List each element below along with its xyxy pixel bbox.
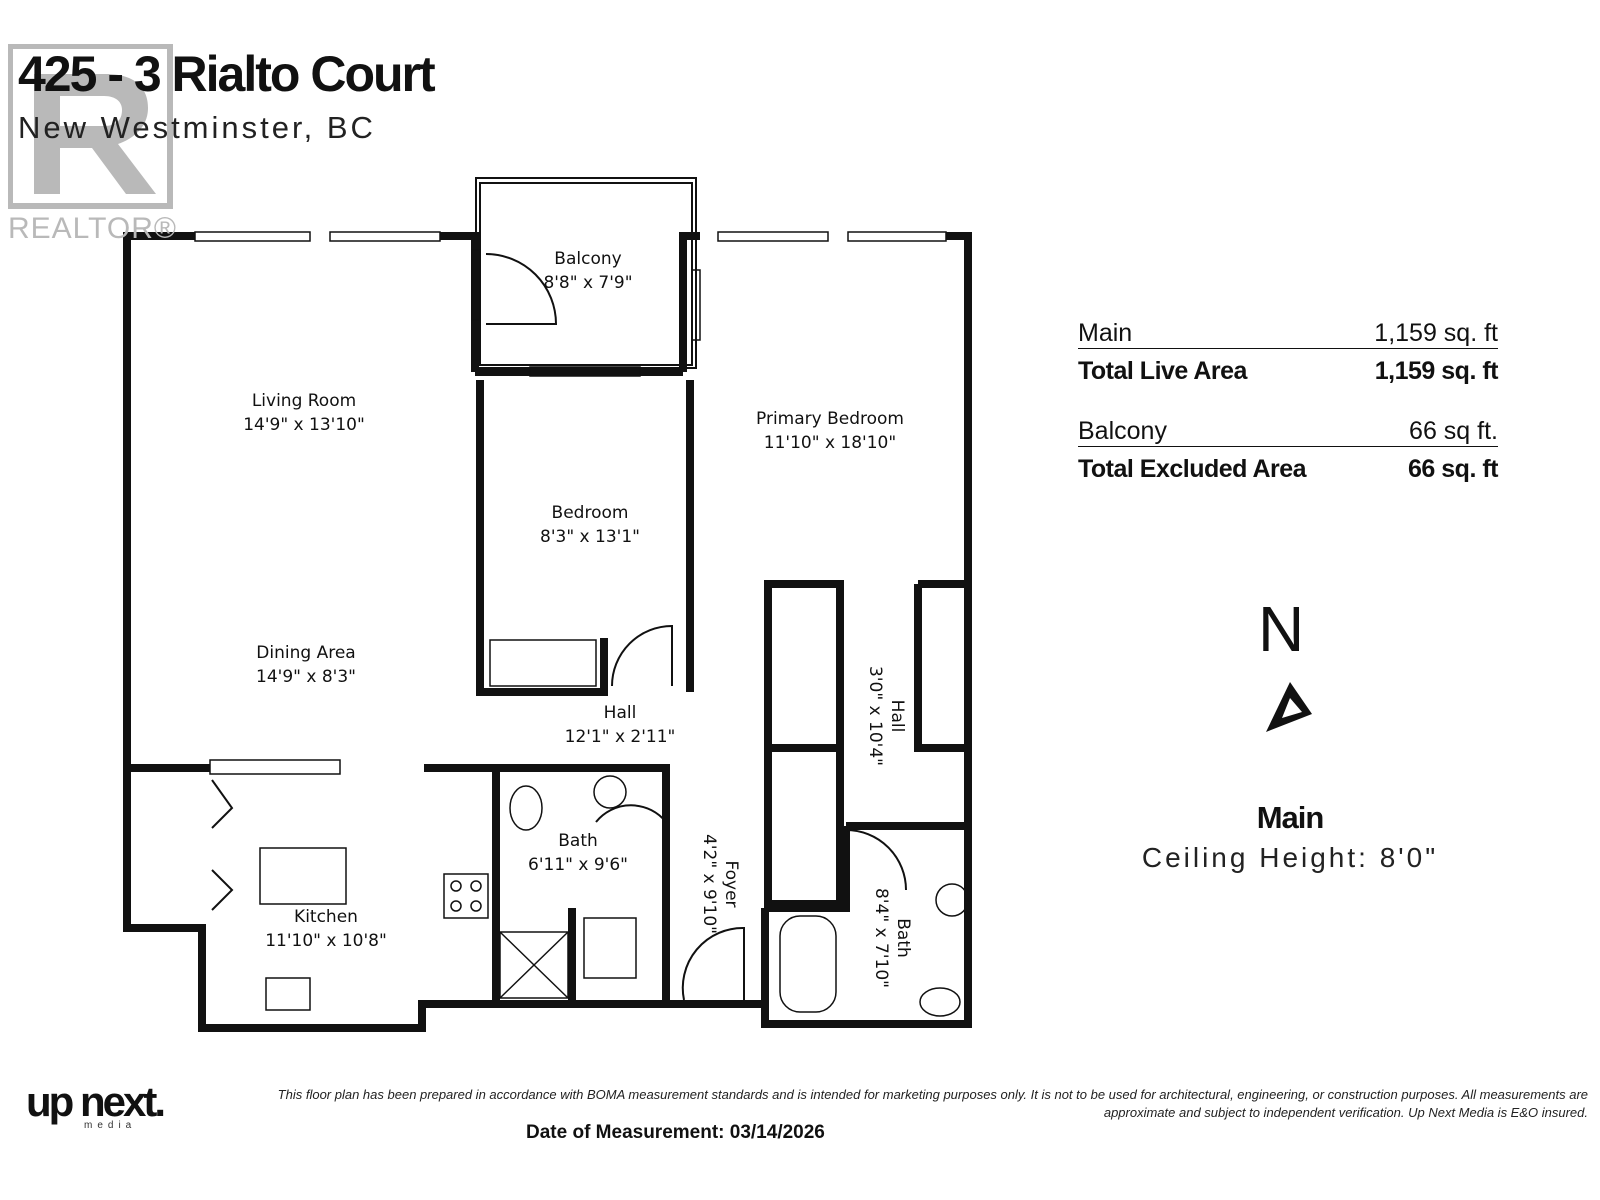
room-name-kitchen: Kitchen — [294, 907, 358, 927]
windows — [194, 231, 947, 775]
measurement-date: Date of Measurement: 03/14/2026 — [526, 1122, 825, 1143]
room-labels: Balcony 8'8" x 7'9" Living Room 14'9" x … — [243, 249, 913, 988]
level-name: Main — [1256, 800, 1325, 835]
room-dims-kitchen: 11'10" x 10'8" — [265, 931, 387, 951]
room-name-hall: Hall — [604, 703, 637, 723]
area-row-total-excluded: Total Excluded Area 66 sq. ft — [1078, 452, 1498, 486]
realtor-logo: REALTOR® — [8, 44, 176, 244]
page-title: 425 - 3 Rialto Court — [18, 46, 436, 102]
ceiling-height: Ceiling Height: 8'0" — [1141, 842, 1439, 873]
area-row-total-live: Total Live Area 1,159 sq. ft — [1078, 354, 1499, 388]
brand-logo-subtext: media — [84, 1120, 137, 1131]
fixtures — [259, 639, 969, 1017]
room-name-bath: Bath — [558, 831, 598, 851]
room-dims-bath-2: 8'4" x 7'10" — [871, 888, 891, 988]
room-name-bedroom: Bedroom — [552, 503, 629, 523]
area-row-main: Main 1,159 sq. ft — [1078, 318, 1498, 349]
area-value: 66 sq. ft — [1408, 455, 1498, 483]
room-dims-hall-2: 3'0" x 10'4" — [865, 666, 885, 766]
room-name-living-room: Living Room — [252, 391, 356, 411]
room-dims-dining-area: 14'9" x 8'3" — [256, 667, 356, 687]
room-name-hall-2: Hall — [887, 700, 907, 733]
walls — [123, 232, 972, 1032]
page-subtitle: New Westminster, BC — [18, 110, 376, 145]
area-label: Total Excluded Area — [1078, 455, 1307, 483]
room-dims-hall: 12'1" x 2'11" — [565, 727, 676, 747]
compass-north-label: N — [1258, 593, 1305, 665]
room-name-bath-2: Bath — [893, 918, 913, 958]
area-label: Balcony — [1078, 417, 1167, 445]
area-row-balcony: Balcony 66 sq ft. — [1078, 416, 1498, 447]
room-dims-balcony: 8'8" x 7'9" — [543, 273, 632, 293]
room-name-balcony: Balcony — [554, 249, 621, 269]
compass-arrow-icon — [1266, 682, 1312, 732]
door-swings — [211, 253, 907, 1001]
area-value: 1,159 sq. ft — [1374, 357, 1499, 385]
area-label: Total Live Area — [1078, 357, 1247, 385]
room-dims-living-room: 14'9" x 13'10" — [243, 415, 365, 435]
room-name-primary-bedroom: Primary Bedroom — [756, 409, 904, 429]
room-name-dining-area: Dining Area — [256, 643, 355, 663]
realtor-logo-text: REALTOR® — [8, 212, 176, 244]
area-value: 1,159 sq. ft — [1374, 319, 1498, 347]
disclaimer-text: This floor plan has been prepared in acc… — [277, 1087, 1588, 1120]
area-value: 66 sq ft. — [1409, 417, 1498, 445]
room-name-foyer: Foyer — [721, 860, 741, 907]
room-dims-foyer: 4'2" x 9'10" — [699, 834, 719, 934]
room-dims-primary-bedroom: 11'10" x 18'10" — [764, 433, 896, 453]
brand-logo-text: up next. — [26, 1078, 166, 1125]
area-label: Main — [1078, 319, 1133, 347]
room-dims-bath: 6'11" x 9'6" — [528, 855, 628, 875]
room-dims-bedroom: 8'3" x 13'1" — [540, 527, 640, 547]
